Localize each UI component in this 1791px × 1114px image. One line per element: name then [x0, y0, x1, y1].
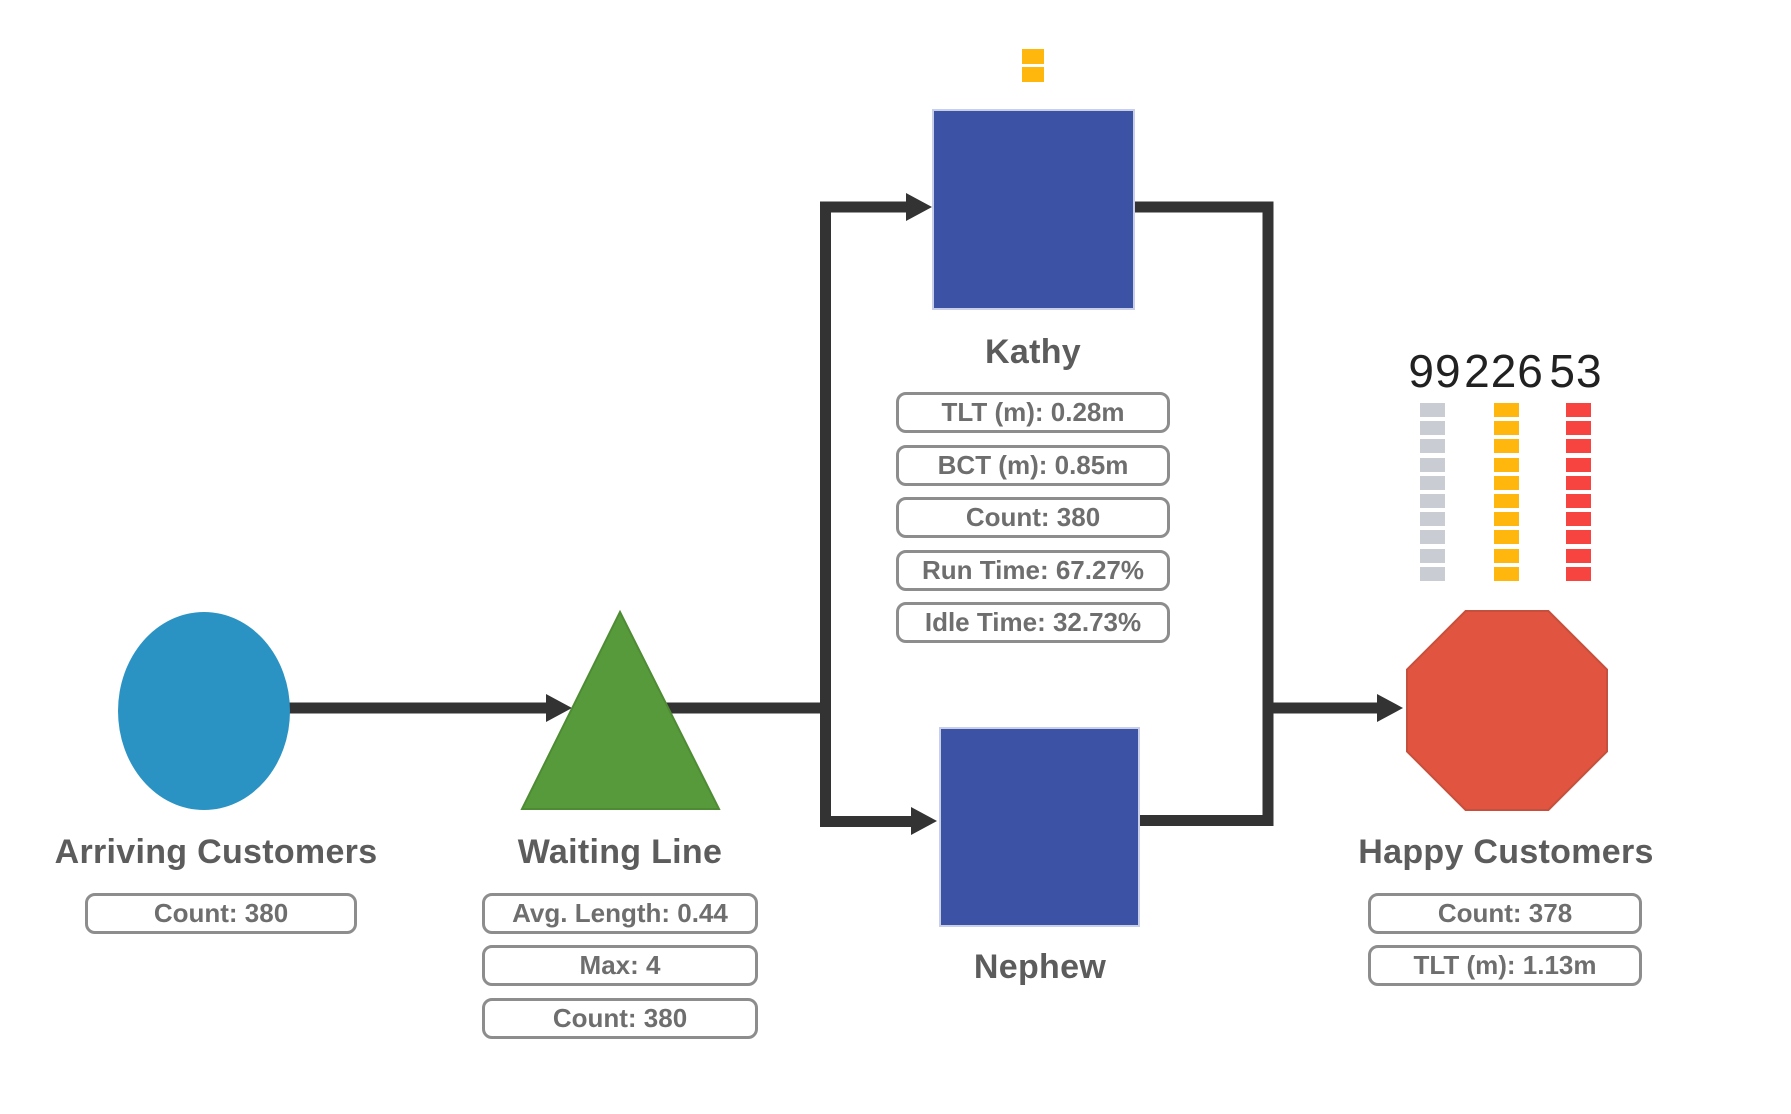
queue-block [1420, 457, 1445, 472]
queue-block [1566, 566, 1591, 581]
stat-pill: TLT (m): 1.13m [1368, 945, 1642, 986]
queue-block [1566, 512, 1591, 527]
queue-block [1566, 548, 1591, 563]
arrowhead-icon [911, 807, 937, 835]
exit-stack-amber [1494, 403, 1519, 581]
queue-block [1566, 457, 1591, 472]
nephew-label: Nephew [973, 948, 1107, 986]
link-nephew-to-happy[interactable] [1139, 702, 1274, 826]
exit-stack-gray [1420, 403, 1445, 581]
stat-pill: TLT (m): 0.28m [896, 392, 1170, 433]
arriving-customers-circle[interactable] [118, 612, 290, 810]
happy-customers-octagon[interactable] [1406, 610, 1608, 811]
arrowhead-icon [906, 193, 932, 221]
exit-count-amber: 226 [1464, 345, 1544, 397]
waiting-line-triangle[interactable] [520, 609, 721, 810]
queue-block [1566, 403, 1591, 417]
stat-pill: Max: 4 [482, 945, 758, 986]
queue-block [1494, 566, 1519, 581]
queue-block [1022, 49, 1044, 64]
queue-block [1420, 403, 1445, 417]
queue-block [1494, 530, 1519, 545]
link-waiting-to-kathy[interactable] [620, 193, 932, 714]
link-arriving-to-waiting[interactable] [288, 694, 572, 722]
stat-pill: Avg. Length: 0.44 [482, 893, 758, 934]
queue-block [1494, 475, 1519, 490]
queue-block [1420, 439, 1445, 454]
queue-block [1420, 493, 1445, 508]
queue-block [1566, 439, 1591, 454]
queue-block [1494, 457, 1519, 472]
queue-block [1494, 421, 1519, 436]
link-kathy-to-happy[interactable] [1134, 201, 1403, 722]
queue-block [1566, 493, 1591, 508]
kathy-queue-blocks [1022, 49, 1044, 82]
queue-block [1494, 439, 1519, 454]
kathy-label: Kathy [985, 333, 1081, 371]
queue-block [1566, 530, 1591, 545]
exit-count-red: 53 [1549, 345, 1603, 397]
queue-block [1420, 512, 1445, 527]
queue-block [1420, 548, 1445, 563]
stat-pill: Idle Time: 32.73% [896, 602, 1170, 643]
exit-count-gray: 99 [1408, 345, 1462, 397]
arrowhead-icon [1377, 694, 1403, 722]
queue-block [1494, 403, 1519, 417]
link-waiting-to-nephew[interactable] [820, 702, 938, 835]
queue-block [1494, 512, 1519, 527]
stat-pill: Count: 380 [85, 893, 357, 934]
arriving-customers-label: Arriving Customers [54, 833, 378, 871]
stat-pill: BCT (m): 0.85m [896, 445, 1170, 486]
queue-block [1420, 475, 1445, 490]
nephew-station-square[interactable] [939, 727, 1140, 927]
happy-customers-label: Happy Customers [1358, 833, 1654, 871]
stat-pill: Count: 380 [896, 497, 1170, 538]
queue-block [1420, 421, 1445, 436]
queue-block [1566, 421, 1591, 436]
stat-pill: Run Time: 67.27% [896, 550, 1170, 591]
queue-block [1566, 475, 1591, 490]
stat-pill: Count: 378 [1368, 893, 1642, 934]
queue-block [1494, 548, 1519, 563]
arrowhead-icon [546, 694, 572, 722]
kathy-station-square[interactable] [932, 109, 1135, 310]
queue-block [1494, 493, 1519, 508]
queue-block [1420, 566, 1445, 581]
waiting-line-label: Waiting Line [517, 833, 723, 871]
queue-block [1420, 530, 1445, 545]
stat-pill: Count: 380 [482, 998, 758, 1039]
exit-stack-red [1566, 403, 1591, 581]
queue-block [1022, 67, 1044, 82]
